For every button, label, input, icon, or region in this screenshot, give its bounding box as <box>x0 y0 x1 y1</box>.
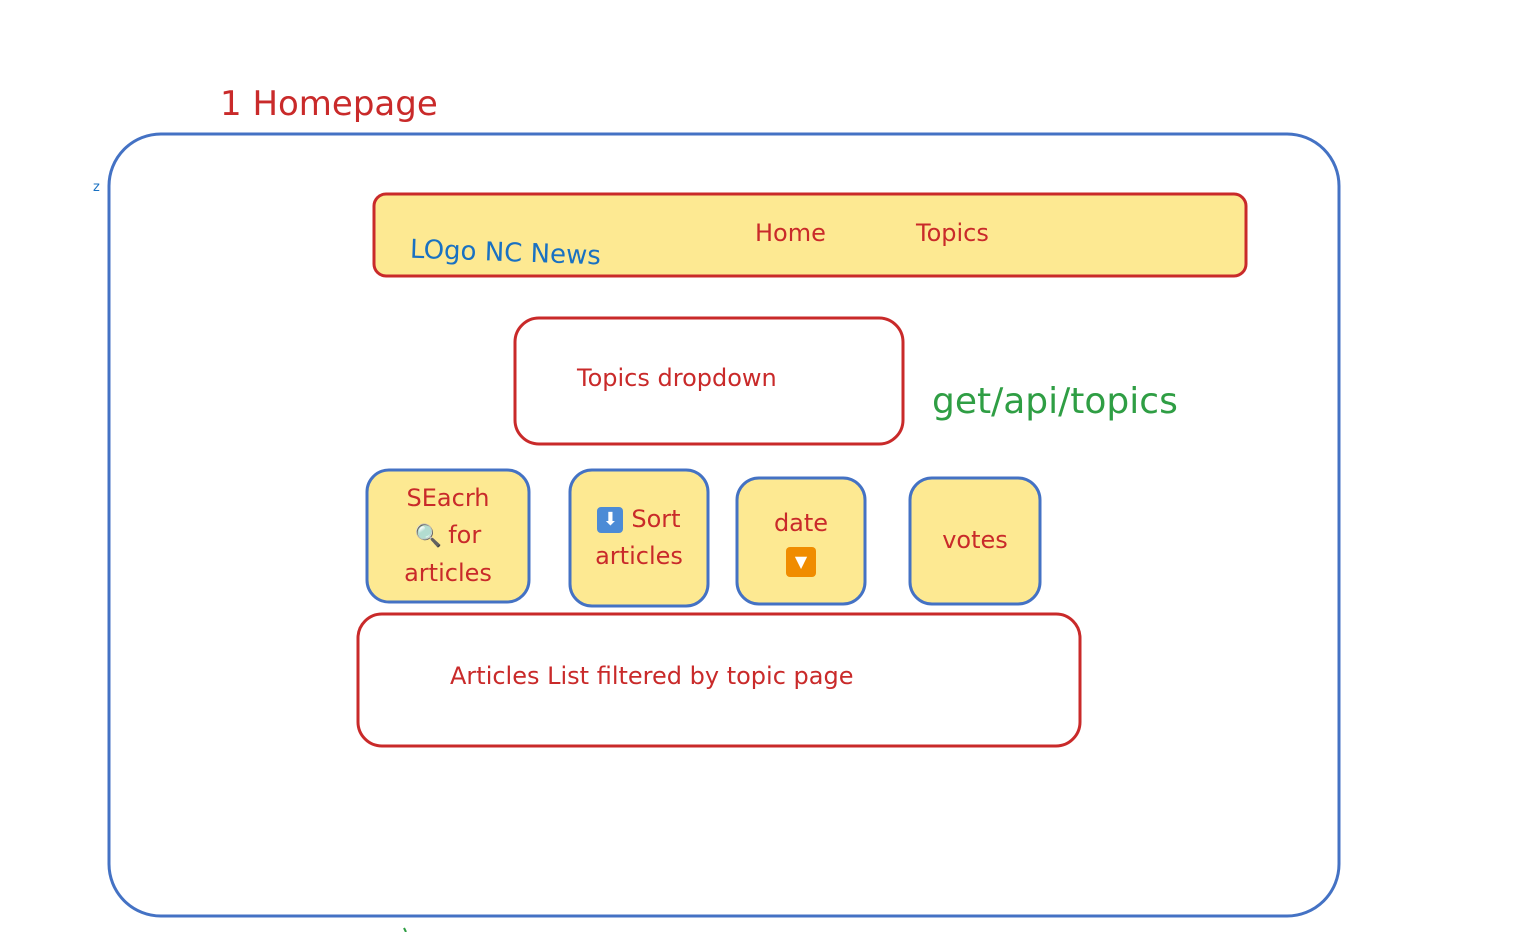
search-line-1: SEacrh <box>406 484 490 513</box>
magnifier-icon: 🔍 <box>414 524 443 550</box>
search-line-2-wrap: 🔍for <box>415 517 481 554</box>
page-frame <box>107 132 1341 918</box>
nav-home-link[interactable]: Home <box>755 219 826 247</box>
search-line-3: articles <box>404 558 492 587</box>
sort-line-1: Sort <box>631 504 681 533</box>
articles-list-label: Articles List filtered by topic page <box>450 662 854 690</box>
api-endpoint-note: get/api/topics <box>932 381 1178 422</box>
stray-mark: z <box>93 180 100 195</box>
header-bar <box>372 192 1248 278</box>
votes-label: votes <box>942 526 1008 555</box>
date-button-shape <box>735 476 867 606</box>
down-arrow-icon: ⬇ <box>597 506 624 533</box>
logo-text[interactable]: LOgo NC News <box>409 234 602 272</box>
search-line-2: for <box>448 521 482 550</box>
date-sort-button[interactable]: date ▼ <box>737 478 865 604</box>
search-button-shape <box>365 468 531 604</box>
date-label: date <box>773 509 829 538</box>
topics-dropdown-box <box>513 316 905 446</box>
topics-dropdown-label[interactable]: Topics dropdown <box>577 364 777 392</box>
sort-articles-button[interactable]: ⬇ Sort articles <box>570 470 708 606</box>
votes-sort-button[interactable]: votes <box>910 478 1040 604</box>
down-triangle-icon: ▼ <box>786 546 816 577</box>
stray-tick <box>403 927 407 932</box>
nav-topics-link[interactable]: Topics <box>916 219 989 247</box>
sort-line-1-wrap: ⬇ Sort <box>597 501 681 538</box>
votes-button-shape <box>908 476 1042 606</box>
articles-list-box <box>356 612 1082 748</box>
sort-button-shape <box>568 468 710 608</box>
sort-line-2: articles <box>595 542 683 570</box>
page-title: 1 Homepage <box>220 84 438 124</box>
search-articles-button[interactable]: SEacrh 🔍for articles <box>367 470 529 602</box>
